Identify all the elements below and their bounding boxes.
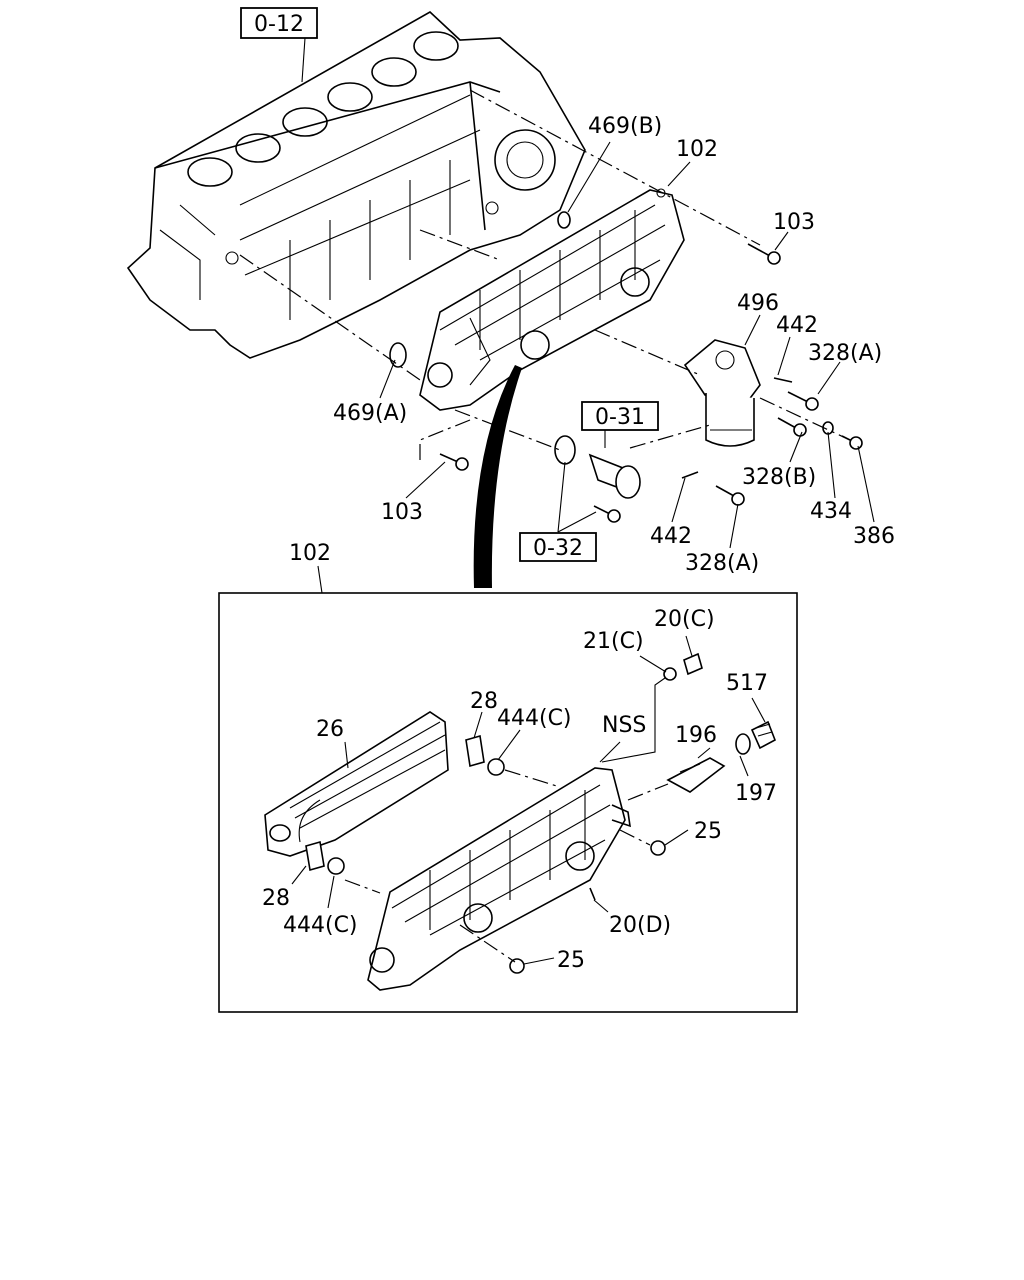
detail-frame-leader (317, 565, 323, 594)
ref-box-0-31: 0-31 (581, 401, 659, 431)
label-328a-top: 328(A) (808, 341, 882, 366)
label-102-detail: 102 (289, 541, 331, 566)
label-197: 197 (735, 781, 777, 806)
cooler-element (264, 711, 449, 857)
outlet-fitting (554, 435, 641, 499)
engine-block (126, 11, 586, 359)
ref-0-31-label: 0-31 (595, 405, 645, 430)
fasteners-upper (389, 211, 863, 523)
ref-0-32-label: 0-32 (533, 536, 583, 561)
label-103-bottom: 103 (381, 500, 423, 525)
label-196: 196 (675, 723, 717, 748)
ref-box-0-12: 0-12 (240, 7, 318, 39)
label-25-bottom: 25 (557, 948, 585, 973)
part-labels: 469(B) 102 103 496 442 328(A) 469(A) 103… (262, 114, 895, 973)
oil-filter (683, 339, 761, 447)
label-496: 496 (737, 291, 779, 316)
assembly-lines-detail (344, 677, 669, 963)
label-442-top: 442 (776, 313, 818, 338)
label-25-right: 25 (694, 819, 722, 844)
detail-small-parts (305, 652, 777, 974)
housing-detail (367, 767, 631, 991)
detail-arrow (473, 365, 522, 588)
oil-cooler-assembly (419, 188, 685, 411)
leader-lines-upper (301, 37, 875, 549)
label-20d: 20(D) (609, 913, 671, 938)
ref-0-12-label: 0-12 (254, 12, 304, 37)
label-102-top: 102 (676, 137, 718, 162)
label-26: 26 (316, 717, 344, 742)
ref-box-0-32: 0-32 (519, 532, 597, 562)
label-469a: 469(A) (333, 401, 407, 426)
label-21c: 21(C) (583, 629, 644, 654)
label-444c-top: 444(C) (497, 706, 572, 731)
label-517: 517 (726, 671, 768, 696)
label-328a-bottom: 328(A) (685, 551, 759, 576)
assembly-lines-upper (239, 89, 851, 460)
label-328b: 328(B) (742, 465, 816, 490)
detail-frame (218, 592, 798, 1013)
label-469b: 469(B) (588, 114, 662, 139)
leader-lines-detail (291, 635, 766, 965)
label-28-bottom: 28 (262, 886, 290, 911)
label-nss: NSS (602, 713, 646, 738)
label-386: 386 (853, 524, 895, 549)
label-444c-bottom: 444(C) (283, 913, 358, 938)
label-442-bottom: 442 (650, 524, 692, 549)
label-28-top: 28 (470, 689, 498, 714)
label-20c: 20(C) (654, 607, 715, 632)
label-434: 434 (810, 499, 852, 524)
label-103-top: 103 (773, 210, 815, 235)
